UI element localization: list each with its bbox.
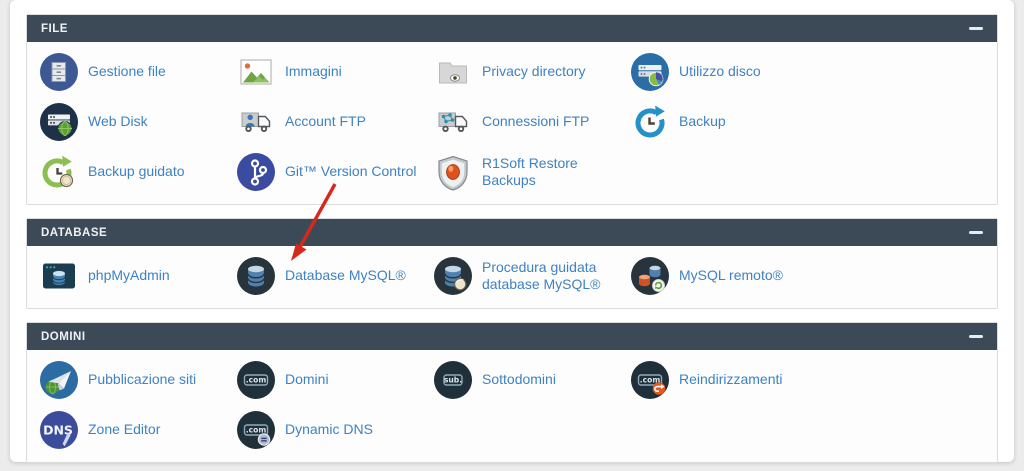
content-area: FILE Gestione file Immagini Privacy dire… bbox=[10, 0, 1014, 463]
item-web-disk[interactable]: Web Disk bbox=[35, 97, 232, 147]
site-publisher-icon bbox=[39, 360, 79, 400]
item-label: Database MySQL® bbox=[285, 267, 406, 284]
collapse-section-button[interactable] bbox=[969, 334, 983, 339]
section-header: DATABASE bbox=[27, 219, 997, 246]
r1soft-restore-backups-icon bbox=[433, 152, 473, 192]
item-ftp-connections[interactable]: Connessioni FTP bbox=[429, 97, 626, 147]
item-label: Pubblicazione siti bbox=[88, 371, 197, 388]
git-version-control-icon bbox=[236, 152, 276, 192]
item-subdomains[interactable]: sub. Sottodomini bbox=[429, 355, 626, 405]
phpmyadmin-icon bbox=[39, 256, 79, 296]
svg-text:DNS: DNS bbox=[43, 423, 73, 438]
svg-text:.com: .com bbox=[640, 376, 661, 385]
item-label: Privacy directory bbox=[482, 63, 586, 80]
item-r1soft-restore-backups[interactable]: R1Soft Restore Backups bbox=[429, 147, 626, 197]
app-grid: phpMyAdmin Database MySQL® Procedura gui… bbox=[27, 246, 997, 308]
item-mysql-database-wizard[interactable]: Procedura guidata database MySQL® bbox=[429, 251, 626, 301]
item-label: Procedura guidata database MySQL® bbox=[482, 258, 601, 293]
item-label: MySQL remoto® bbox=[679, 267, 783, 284]
item-label: Backup guidato bbox=[88, 163, 185, 180]
web-disk-icon bbox=[39, 102, 79, 142]
item-label: Connessioni FTP bbox=[482, 113, 590, 130]
item-git-version-control[interactable]: Git™ Version Control bbox=[232, 147, 429, 197]
item-label: Utilizzo disco bbox=[679, 63, 761, 80]
ftp-connections-icon bbox=[433, 102, 473, 142]
svg-text:.com: .com bbox=[246, 426, 267, 435]
item-phpmyadmin[interactable]: phpMyAdmin bbox=[35, 251, 232, 301]
images-icon bbox=[236, 52, 276, 92]
item-domains[interactable]: .com Domini bbox=[232, 355, 429, 405]
item-redirects[interactable]: .com Reindirizzamenti bbox=[626, 355, 823, 405]
item-zone-editor[interactable]: DNS Zone Editor bbox=[35, 405, 232, 455]
item-label: Backup bbox=[679, 113, 726, 130]
mysql-database-wizard-icon bbox=[433, 256, 473, 296]
backup-icon bbox=[630, 102, 670, 142]
item-disk-usage[interactable]: Utilizzo disco bbox=[626, 47, 823, 97]
item-label: Account FTP bbox=[285, 113, 366, 130]
item-privacy-directory[interactable]: Privacy directory bbox=[429, 47, 626, 97]
item-label: Reindirizzamenti bbox=[679, 371, 783, 388]
item-dynamic-dns[interactable]: .com Dynamic DNS bbox=[232, 405, 429, 455]
item-file-manager[interactable]: Gestione file bbox=[35, 47, 232, 97]
remote-mysql-icon bbox=[630, 256, 670, 296]
privacy-directory-icon bbox=[433, 52, 473, 92]
svg-text:.com: .com bbox=[246, 376, 267, 385]
backup-wizard-icon bbox=[39, 152, 79, 192]
app-grid: Pubblicazione siti .com Domini sub. Sottod… bbox=[27, 350, 997, 462]
item-label: Zone Editor bbox=[88, 421, 161, 438]
section-file: FILE Gestione file Immagini Privacy dire… bbox=[26, 14, 998, 205]
section-database: DATABASE phpMyAdmin Database MySQL® Proc… bbox=[26, 218, 998, 309]
section-header: DOMINI bbox=[27, 323, 997, 350]
section-title: DATABASE bbox=[41, 226, 108, 239]
item-label: Immagini bbox=[285, 63, 342, 80]
ftp-accounts-icon bbox=[236, 102, 276, 142]
item-backup[interactable]: Backup bbox=[626, 97, 823, 147]
item-label: Sottodomini bbox=[482, 371, 556, 388]
mysql-databases-icon bbox=[236, 256, 276, 296]
file-manager-icon bbox=[39, 52, 79, 92]
section-domini: DOMINI Pubblicazione siti .com Domini sub… bbox=[26, 322, 998, 463]
item-label: R1Soft Restore Backups bbox=[482, 154, 578, 189]
section-title: FILE bbox=[41, 22, 68, 35]
domains-icon: .com bbox=[236, 360, 276, 400]
item-label: Git™ Version Control bbox=[285, 163, 417, 180]
dynamic-dns-icon: .com bbox=[236, 410, 276, 450]
redirects-icon: .com bbox=[630, 360, 670, 400]
item-label: Dynamic DNS bbox=[285, 421, 373, 438]
item-label: Gestione file bbox=[88, 63, 166, 80]
zone-editor-icon: DNS bbox=[39, 410, 79, 450]
app-grid: Gestione file Immagini Privacy directory… bbox=[27, 42, 997, 204]
item-label: phpMyAdmin bbox=[88, 267, 170, 284]
collapse-section-button[interactable] bbox=[969, 230, 983, 235]
section-title: DOMINI bbox=[41, 330, 86, 343]
item-label: Web Disk bbox=[88, 113, 148, 130]
svg-text:sub.: sub. bbox=[444, 376, 462, 385]
section-header: FILE bbox=[27, 15, 997, 42]
item-images[interactable]: Immagini bbox=[232, 47, 429, 97]
item-label: Domini bbox=[285, 371, 329, 388]
collapse-section-button[interactable] bbox=[969, 26, 983, 31]
disk-usage-icon bbox=[630, 52, 670, 92]
subdomains-icon: sub. bbox=[433, 360, 473, 400]
item-site-publisher[interactable]: Pubblicazione siti bbox=[35, 355, 232, 405]
item-mysql-databases[interactable]: Database MySQL® bbox=[232, 251, 429, 301]
item-ftp-accounts[interactable]: Account FTP bbox=[232, 97, 429, 147]
item-backup-wizard[interactable]: Backup guidato bbox=[35, 147, 232, 197]
item-remote-mysql[interactable]: MySQL remoto® bbox=[626, 251, 823, 301]
